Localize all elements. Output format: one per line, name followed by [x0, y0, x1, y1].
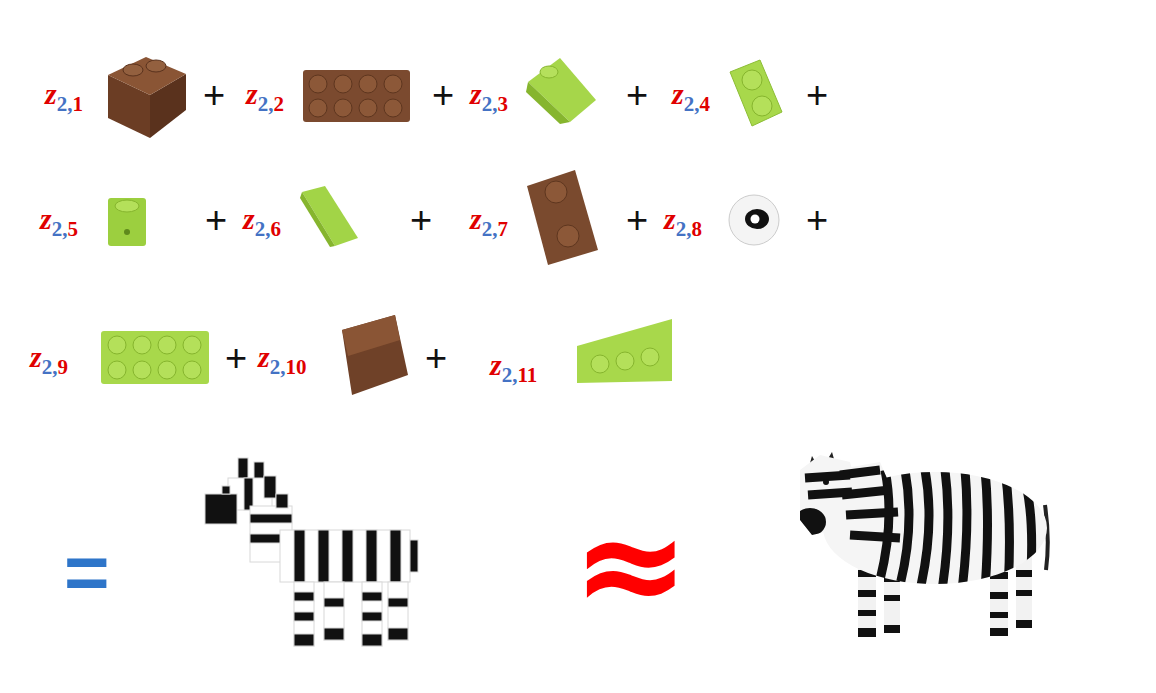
green-wedge-plate: [577, 319, 672, 383]
coefficient-label: z2,7: [470, 204, 508, 240]
plus-sign: +: [225, 339, 247, 377]
zebra-photo: [790, 440, 1060, 637]
plus-sign: +: [410, 201, 432, 239]
plus-sign: +: [432, 76, 454, 114]
green-2x4-brick: [101, 331, 209, 384]
plus-sign: +: [425, 339, 447, 377]
eye-tile: [729, 195, 779, 245]
coefficient-label: z2,3: [470, 79, 508, 115]
green-1x1-brick: [108, 198, 146, 246]
brown-slope-brick: [108, 57, 186, 138]
coefficient-label: z2,5: [40, 204, 78, 240]
brown-1x2-plate: [527, 170, 598, 265]
coefficient-label: z2,11: [490, 350, 537, 386]
plus-sign: +: [626, 201, 648, 239]
brown-slope-brick: [342, 315, 408, 395]
green-slope-brick: [526, 58, 596, 124]
plus-sign: +: [203, 76, 225, 114]
coefficient-label: z2,8: [664, 204, 702, 240]
coefficient-label: z2,6: [243, 204, 281, 240]
green-slope-tile: [300, 186, 358, 247]
lego-zebra: [205, 458, 418, 646]
approx-sign: ≈: [572, 495, 689, 635]
equals-sign: =: [64, 533, 110, 611]
plus-sign: +: [626, 76, 648, 114]
coefficient-label: z2,10: [258, 342, 306, 378]
plus-sign: +: [806, 201, 828, 239]
plus-sign: +: [205, 201, 227, 239]
coefficient-label: z2,2: [246, 79, 284, 115]
coefficient-label: z2,9: [30, 342, 68, 378]
coefficient-label: z2,1: [45, 79, 83, 115]
coefficient-label: z2,4: [672, 79, 710, 115]
brown-2x4-brick: [303, 70, 410, 122]
plus-sign: +: [806, 76, 828, 114]
green-1x2-plate: [730, 60, 782, 126]
